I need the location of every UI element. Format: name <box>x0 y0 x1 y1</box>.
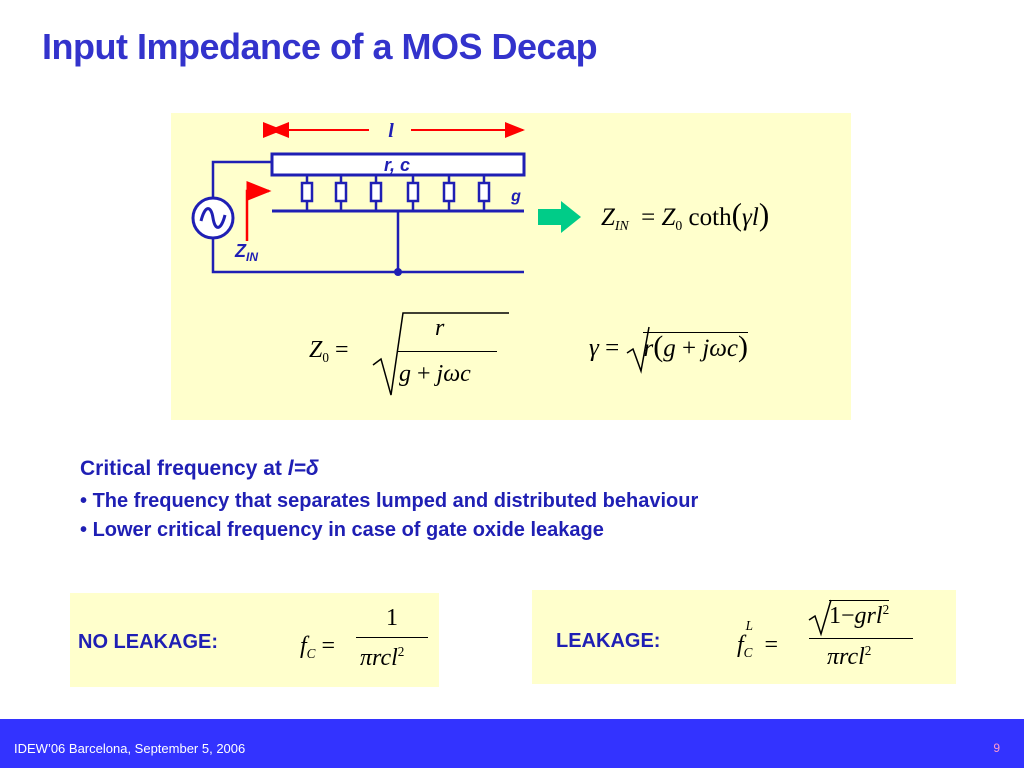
page-number: 9 <box>993 741 1000 755</box>
critical-frequency-section: Critical frequency at l=δ • The frequenc… <box>80 452 698 547</box>
gamma-equation: γ = r(g + jωc) <box>589 325 749 375</box>
no-leakage-panel: NO LEAKAGE: fC = 1 πrcl2 <box>70 593 439 687</box>
zin-label: ZIN <box>235 241 258 264</box>
rc-line-bar <box>270 152 526 177</box>
bullet-2: • Lower critical frequency in case of ga… <box>80 519 604 541</box>
footer-text: IDEW’06 Barcelona, September 5, 2006 <box>14 741 246 756</box>
zin-equation: ZIN = Z0 coth(γl) <box>601 197 770 233</box>
shunt-elements <box>300 175 491 211</box>
page-title: Input Impedance of a MOS Decap <box>42 26 598 67</box>
zin-arrow <box>245 181 272 241</box>
length-label: l <box>388 120 394 142</box>
transmission-line-diagram: l r, c g <box>191 120 581 276</box>
diagram-panel: l r, c g ZIN ZI <box>171 113 851 420</box>
critical-heading: Critical frequency at l=δ <box>80 457 319 480</box>
bullet-1: • The frequency that separates lumped an… <box>80 490 699 512</box>
green-arrow-icon <box>538 201 581 233</box>
rc-label: r, c <box>384 155 410 175</box>
ac-source-icon <box>191 196 235 240</box>
no-leakage-label: NO LEAKAGE: <box>78 631 218 653</box>
g-label: g <box>510 188 521 205</box>
leakage-label: LEAKAGE: <box>556 630 661 652</box>
footer-bar: IDEW’06 Barcelona, September 5, 2006 9 <box>0 719 1024 768</box>
